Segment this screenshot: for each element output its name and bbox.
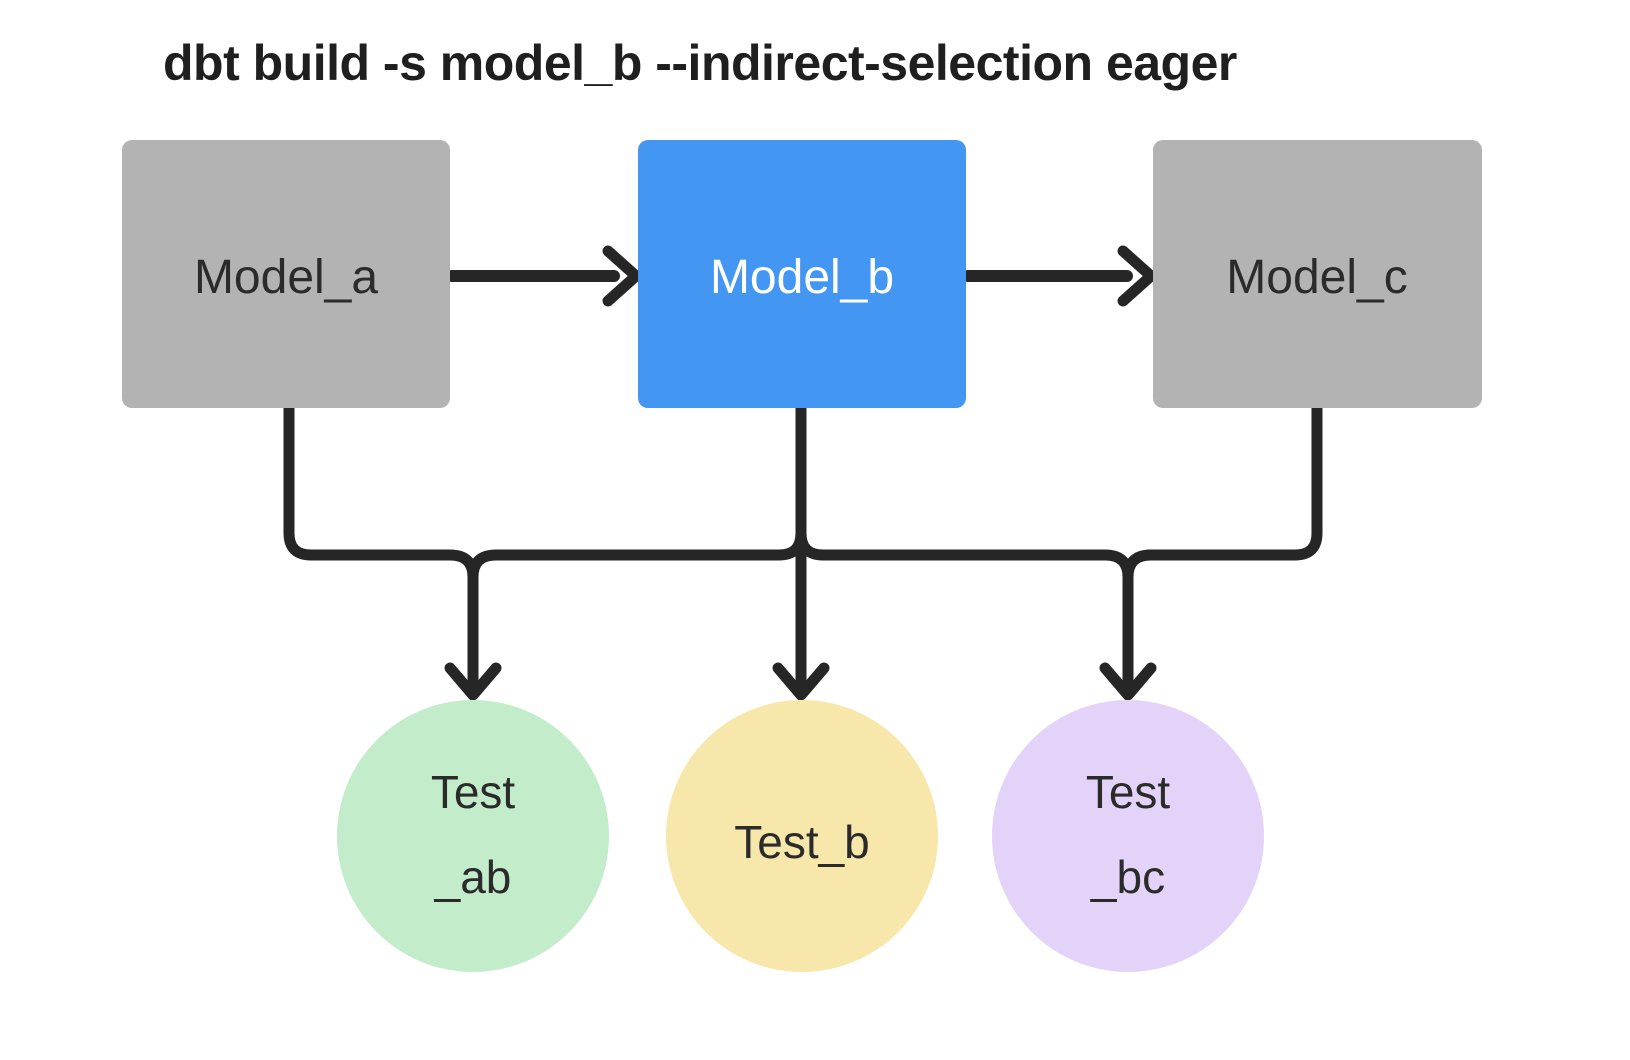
arrowhead-down-icon — [1099, 662, 1157, 701]
node-test-bc: Test _bc — [992, 700, 1264, 972]
model-a-box — [122, 140, 450, 408]
arrowhead-right-icon — [1117, 245, 1157, 307]
arrowhead-down-icon — [444, 662, 502, 701]
edge-model-b-to-model-c — [962, 245, 1157, 307]
edge-line — [467, 402, 807, 696]
edge-line — [283, 402, 479, 696]
test-ab-circle — [337, 700, 609, 972]
arrowhead-right-icon — [602, 245, 642, 307]
node-test-ab: Test _ab — [337, 700, 609, 972]
test-bc-label-line1: Test — [1086, 766, 1171, 818]
test-bc-label-line2: _bc — [1090, 851, 1165, 903]
edge-model-b-to-test-bc — [795, 402, 1134, 696]
diagram-title: dbt build -s model_b --indirect-selectio… — [163, 35, 1237, 91]
node-test-b: Test_b — [666, 700, 938, 972]
model-b-label: Model_b — [710, 251, 894, 304]
edge-model-b-to-test-ab — [467, 402, 807, 696]
model-a-label: Model_a — [194, 251, 378, 304]
edge-model-a-to-test-ab — [283, 402, 479, 696]
edge-line — [795, 402, 1134, 696]
arrowhead-down-icon — [772, 662, 830, 701]
node-model-c: Model_c — [1153, 140, 1482, 408]
test-ab-label-line1: Test — [431, 766, 516, 818]
test-b-circle — [666, 700, 938, 972]
edge-model-c-to-test-bc — [1122, 402, 1323, 696]
test-b-label: Test_b — [734, 816, 870, 868]
model-c-box — [1153, 140, 1482, 408]
edge-model-a-to-model-b — [446, 245, 642, 307]
edge-line — [1122, 402, 1323, 696]
test-ab-label-line2: _ab — [434, 851, 512, 903]
node-model-b: Model_b — [638, 140, 966, 408]
model-c-label: Model_c — [1226, 251, 1407, 304]
test-bc-circle — [992, 700, 1264, 972]
node-model-a: Model_a — [122, 140, 450, 408]
model-b-box — [638, 140, 966, 408]
